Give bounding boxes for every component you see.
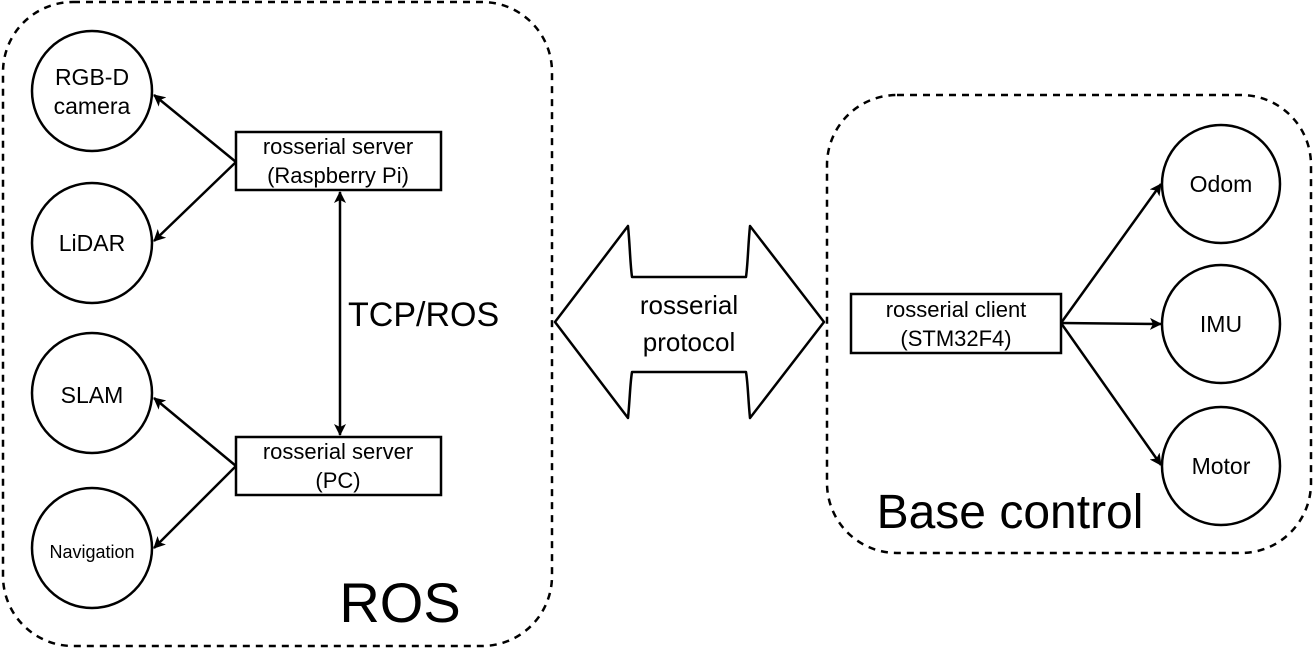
rosserial-server-pi-line2: (Raspberry Pi): [267, 163, 409, 188]
rosserial-server-pi: rosserial server (Raspberry Pi): [234, 130, 443, 192]
base-control-group-label: Base control: [877, 486, 1144, 539]
node-rgbd-camera-line1: RGB-D: [55, 64, 129, 90]
rosserial-client-stm32: rosserial client (STM32F4): [849, 292, 1063, 355]
node-rgbd-camera-line2: camera: [54, 93, 131, 119]
node-odom-label: Odom: [1190, 171, 1253, 197]
rosserial-server-pc: rosserial server (PC): [234, 435, 443, 497]
base-control-group-container: [825, 93, 1313, 555]
node-navigation: Navigation: [30, 486, 154, 610]
rosserial-server-pc-line1: rosserial server: [263, 439, 413, 464]
node-motor: Motor: [1160, 405, 1282, 527]
protocol-double-arrow: [553, 224, 826, 420]
ros-group-container: [1, 0, 554, 648]
node-rgbd-camera: RGB-D camera: [30, 29, 154, 153]
ros-group-label: ROS: [339, 571, 460, 634]
edge-pc-to-navigation: [153, 465, 237, 549]
rosserial-server-pc-line2: (PC): [315, 468, 360, 493]
rosserial-client-line2: (STM32F4): [900, 326, 1011, 351]
edge-client-to-motor: [1059, 322, 1163, 466]
edge-pi-to-rgbd: [153, 94, 237, 163]
edge-client-to-imu: [1060, 317, 1162, 330]
node-motor-label: Motor: [1192, 453, 1251, 479]
protocol-label-line2: protocol: [643, 327, 736, 357]
rosserial-client-line1: rosserial client: [886, 297, 1027, 322]
edge-pi-to-lidar: [153, 161, 237, 242]
node-navigation-label: Navigation: [49, 542, 134, 562]
tcp-ros-label: TCP/ROS: [348, 296, 499, 334]
edge-pc-to-slam: [153, 397, 237, 467]
rosserial-server-pi-line1: rosserial server: [263, 134, 413, 159]
node-lidar-label: LiDAR: [59, 230, 125, 256]
protocol-label-line1: rosserial: [640, 290, 738, 320]
node-slam-label: SLAM: [61, 382, 124, 408]
edge-client-to-odom: [1059, 183, 1163, 324]
node-odom: Odom: [1160, 123, 1282, 245]
node-slam: SLAM: [30, 331, 154, 455]
node-imu: IMU: [1160, 263, 1282, 385]
node-imu-label: IMU: [1200, 311, 1242, 337]
node-lidar: LiDAR: [30, 181, 154, 305]
